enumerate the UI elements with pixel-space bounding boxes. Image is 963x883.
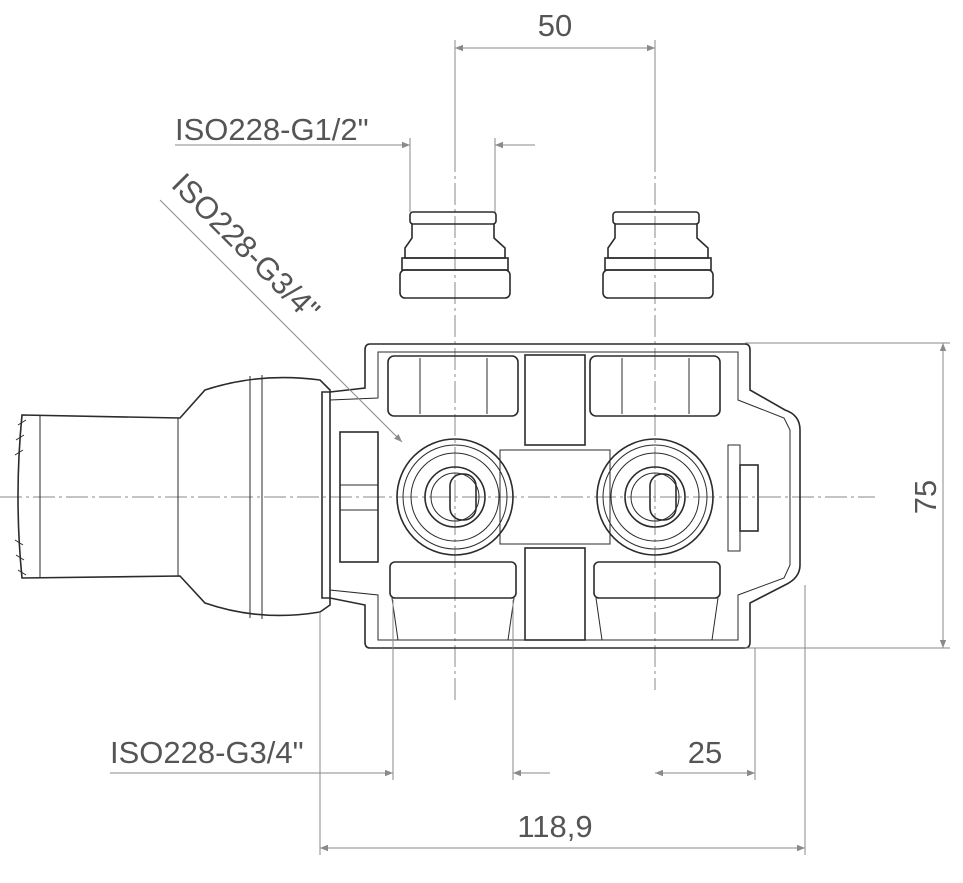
left-handle	[14, 375, 331, 619]
offset-label: 25	[688, 735, 722, 770]
inlet-thread-label: ISO228-G1/2"	[175, 112, 369, 147]
bottom-thread-label: ISO228-G3/4"	[110, 735, 304, 770]
valve-body	[321, 343, 801, 649]
dimension-top-spacing: 50	[454, 8, 656, 150]
top-fitting-left	[399, 211, 511, 299]
dimension-inlet-thread: ISO228-G1/2"	[175, 112, 535, 212]
height-label: 75	[908, 480, 943, 514]
dimension-label-50: 50	[538, 8, 572, 43]
port-right	[596, 438, 714, 556]
dimension-height: 75	[745, 342, 950, 649]
total-width-label: 118,9	[517, 809, 592, 844]
top-fitting-right	[602, 211, 714, 299]
side-thread-label: ISO228-G3/4"	[165, 166, 327, 328]
dimension-offset: 25	[655, 648, 756, 780]
centerlines	[0, 150, 875, 700]
port-left	[396, 438, 514, 556]
dimension-total-width: 118,9	[319, 585, 806, 855]
dimension-bottom-thread: ISO228-G3/4"	[110, 600, 550, 780]
